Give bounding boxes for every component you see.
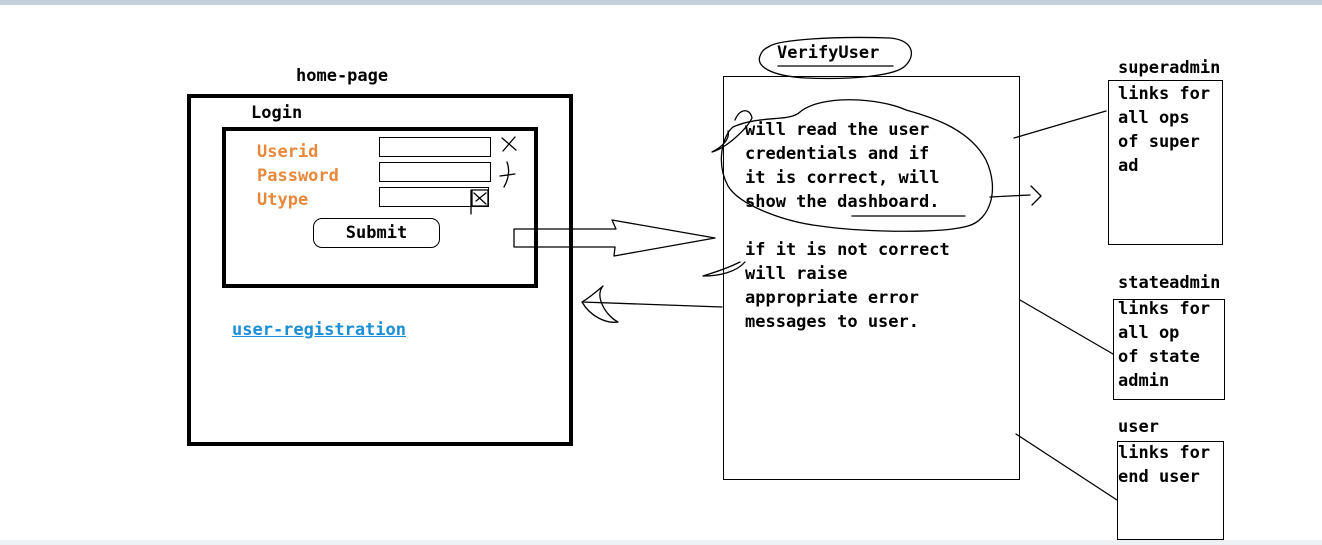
return-arrow-line bbox=[581, 301, 723, 308]
bottom-border bbox=[0, 540, 1322, 545]
role-line: links for bbox=[1118, 299, 1211, 319]
role-line: all op bbox=[1118, 323, 1180, 343]
superadmin-panel bbox=[1108, 80, 1223, 245]
superadmin-title: superadmin bbox=[1118, 58, 1221, 78]
home-page-frame bbox=[187, 94, 573, 446]
verify-line: will read the user bbox=[745, 120, 930, 140]
dropdown-arrow-icon bbox=[471, 189, 489, 207]
role-line: admin bbox=[1118, 371, 1170, 391]
verify-line: messages to user. bbox=[745, 312, 919, 332]
verify-line: it is correct, will bbox=[745, 168, 940, 188]
tick-mark-icon bbox=[499, 161, 516, 188]
verify-line: will raise bbox=[745, 264, 848, 284]
user-panel bbox=[1117, 441, 1224, 540]
verify-line: show the dashboard. bbox=[745, 192, 940, 212]
superadmin-text: links for all ops of super ad bbox=[1118, 82, 1210, 178]
verify-user-title: VerifyUser bbox=[777, 43, 880, 63]
success-text-circle bbox=[720, 99, 994, 232]
connector-stateadmin bbox=[1019, 299, 1114, 355]
login-form-frame bbox=[222, 127, 538, 288]
verify-success-text: will read the user credentials and if it… bbox=[745, 118, 939, 214]
verify-line: appropriate error bbox=[745, 288, 919, 308]
role-line: links for bbox=[1118, 443, 1211, 463]
verify-line: credentials and if bbox=[745, 144, 930, 164]
connector-user bbox=[1015, 433, 1118, 501]
verify-line: if it is not correct bbox=[745, 240, 950, 260]
password-input[interactable] bbox=[379, 162, 491, 182]
failure-scribble bbox=[702, 261, 746, 277]
role-line: of state bbox=[1118, 347, 1200, 367]
user-text: links for end user bbox=[1118, 441, 1210, 489]
stateadmin-title: stateadmin bbox=[1118, 273, 1221, 293]
cross-mark-icon bbox=[501, 136, 517, 152]
left-arrow-icon bbox=[581, 285, 619, 323]
user-registration-link[interactable]: user-registration bbox=[232, 320, 406, 340]
userid-label: Userid bbox=[257, 142, 319, 162]
verify-failure-text: if it is not correct will raise appropri… bbox=[745, 238, 950, 334]
role-line: all ops bbox=[1118, 108, 1190, 128]
role-line: end user bbox=[1118, 467, 1200, 487]
dropdown-scribble bbox=[470, 189, 487, 215]
verify-title-circle bbox=[758, 36, 913, 80]
utype-label: Utype bbox=[257, 190, 309, 210]
stateadmin-text: links for all op of state admin bbox=[1118, 297, 1210, 393]
top-border bbox=[0, 0, 1322, 5]
home-page-title: home-page bbox=[296, 66, 389, 86]
role-line: of super bbox=[1118, 132, 1200, 152]
stateadmin-panel bbox=[1113, 299, 1225, 400]
submit-button[interactable]: Submit bbox=[313, 218, 440, 248]
right-arrow-icon bbox=[513, 219, 716, 257]
login-title: Login bbox=[251, 103, 303, 123]
role-line: links for bbox=[1118, 84, 1211, 104]
connector-superadmin bbox=[1013, 110, 1107, 139]
scribble-loop bbox=[711, 110, 753, 153]
password-label: Password bbox=[257, 166, 339, 186]
dashboard-arrow-icon bbox=[989, 185, 1042, 206]
userid-input[interactable] bbox=[379, 137, 491, 157]
user-title: user bbox=[1118, 417, 1159, 437]
role-line: ad bbox=[1118, 156, 1139, 176]
